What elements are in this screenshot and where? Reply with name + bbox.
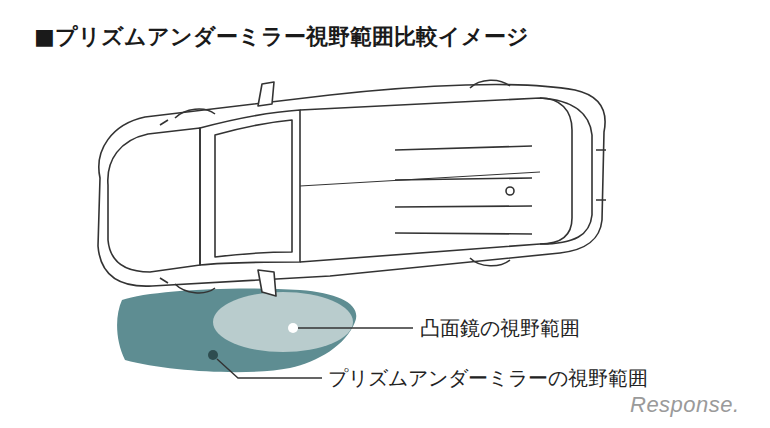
convex-mirror-view-area <box>213 292 353 352</box>
prism-mirror-view-area <box>117 288 356 372</box>
callout-label: 凸面鏡の視野範囲 <box>418 316 582 340</box>
leader-line <box>298 327 413 328</box>
diagram-title: ■プリズムアンダーミラー視野範囲比較イメージ <box>34 24 529 50</box>
leader-line <box>217 359 322 378</box>
watermark: Response. <box>630 392 740 418</box>
car-top-view <box>98 80 606 296</box>
callout-label: プリズムアンダーミラーの視野範囲 <box>326 366 650 390</box>
marker-dot <box>288 323 298 333</box>
marker-dot <box>208 350 218 360</box>
